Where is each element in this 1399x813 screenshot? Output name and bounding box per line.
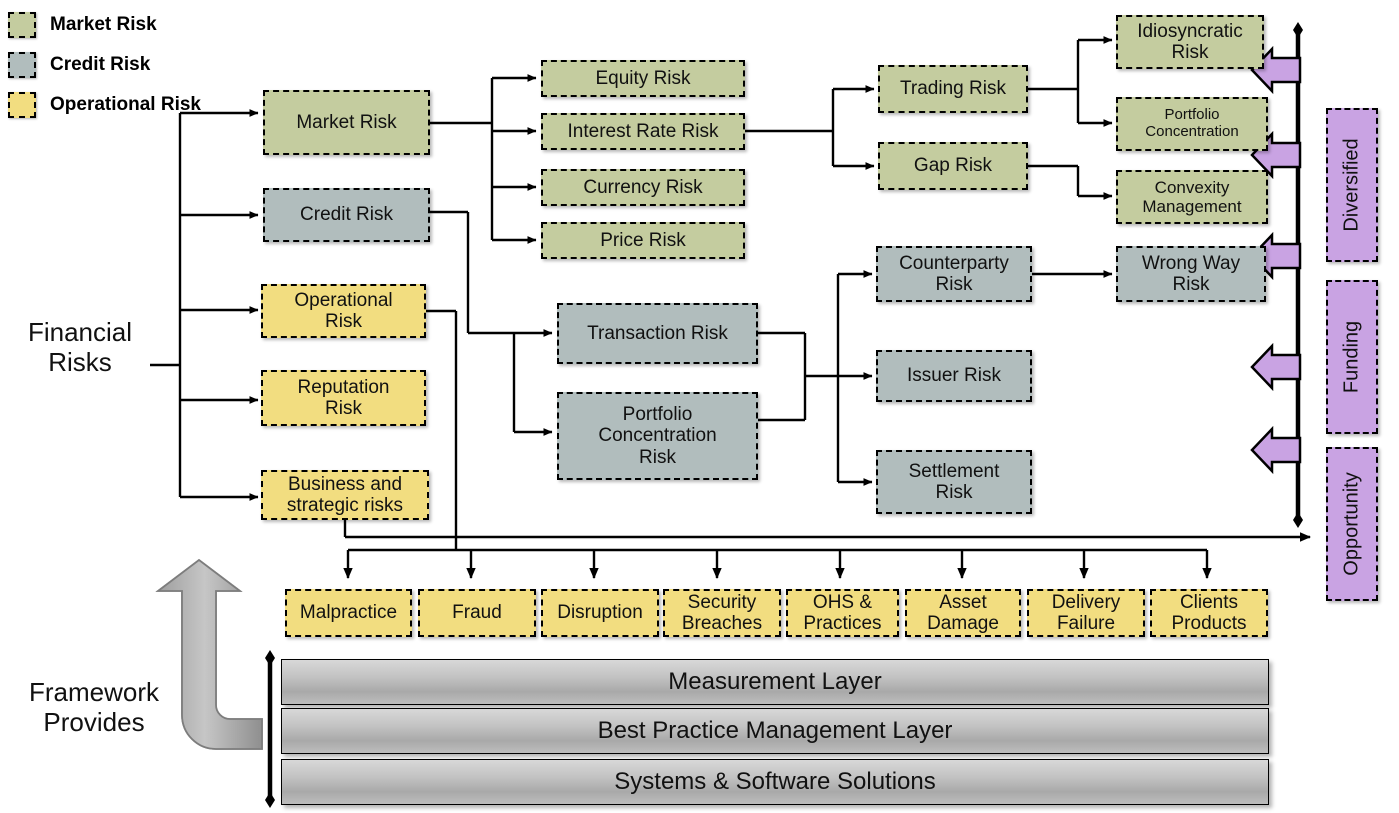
legend-label-market: Market Risk (50, 14, 157, 35)
node-convexity-management[interactable]: Convexity Management (1116, 170, 1268, 224)
framework-label-line1: Framework (28, 677, 159, 707)
node-op-clients-products[interactable]: Clients Products (1150, 589, 1268, 637)
node-op-asset-damage[interactable]: Asset Damage (905, 589, 1021, 637)
node-trading-risk[interactable]: Trading Risk (878, 65, 1028, 113)
node-opportunity-label: Opportunity (1340, 472, 1363, 576)
node-market-risk[interactable]: Market Risk (263, 90, 430, 155)
node-funding-label: Funding (1340, 320, 1363, 394)
legend-swatch-market (8, 12, 36, 38)
node-business-strategic-risks[interactable]: Business and strategic risks (261, 470, 429, 520)
node-reputation-risk[interactable]: Reputation Risk (261, 370, 426, 426)
node-diversified-label: Diversified (1340, 138, 1363, 232)
legend-swatch-credit (8, 52, 36, 78)
root-label-line1: Financial (27, 317, 133, 347)
node-op-delivery-failure[interactable]: Delivery Failure (1027, 589, 1145, 637)
node-equity-risk[interactable]: Equity Risk (541, 60, 745, 97)
layer-systems-software[interactable]: Systems & Software Solutions (281, 759, 1269, 805)
node-currency-risk[interactable]: Currency Risk (541, 169, 745, 206)
node-op-malpractice[interactable]: Malpractice (285, 589, 412, 637)
node-counterparty-risk[interactable]: Counterparty Risk (876, 246, 1032, 302)
node-operational-risk[interactable]: Operational Risk (261, 284, 426, 338)
node-gap-risk[interactable]: Gap Risk (878, 142, 1028, 190)
node-settlement-risk[interactable]: Settlement Risk (876, 450, 1032, 514)
legend: Market Risk Credit Risk Operational Risk (8, 8, 201, 128)
framework-label-line2: Provides (43, 706, 145, 737)
node-price-risk[interactable]: Price Risk (541, 222, 745, 259)
node-diversified[interactable]: Diversified (1326, 108, 1378, 262)
node-transaction-risk[interactable]: Transaction Risk (557, 303, 758, 364)
node-op-fraud[interactable]: Fraud (418, 589, 536, 637)
node-op-security-breaches[interactable]: Security Breaches (663, 589, 781, 637)
layer-best-practice-management[interactable]: Best Practice Management Layer (281, 708, 1269, 754)
node-wrong-way-risk[interactable]: Wrong Way Risk (1116, 246, 1266, 302)
legend-item-operational: Operational Risk (8, 88, 201, 122)
node-op-ohs-practices[interactable]: OHS & Practices (786, 589, 899, 637)
legend-swatch-operational (8, 92, 36, 118)
right-spine (1293, 22, 1303, 528)
layer-measurement[interactable]: Measurement Layer (281, 659, 1269, 705)
node-portfolio-concentration[interactable]: Portfolio Concentration (1116, 97, 1268, 151)
node-issuer-risk[interactable]: Issuer Risk (876, 350, 1032, 402)
root-label-financial-risks: Financial Risks (10, 317, 150, 378)
node-opportunity[interactable]: Opportunity (1326, 447, 1378, 601)
node-idiosyncratic-risk[interactable]: Idiosyncratic Risk (1116, 15, 1264, 69)
root-label-line2: Risks (48, 346, 112, 377)
legend-item-credit: Credit Risk (8, 48, 201, 82)
legend-label-operational: Operational Risk (50, 94, 201, 115)
node-interest-rate-risk[interactable]: Interest Rate Risk (541, 113, 745, 150)
framework-spine (265, 650, 275, 808)
node-funding[interactable]: Funding (1326, 280, 1378, 434)
node-portfolio-concentration-risk[interactable]: Portfolio Concentration Risk (557, 392, 758, 480)
node-credit-risk[interactable]: Credit Risk (263, 188, 430, 242)
legend-label-credit: Credit Risk (50, 54, 151, 75)
legend-item-market: Market Risk (8, 8, 201, 42)
node-op-disruption[interactable]: Disruption (541, 589, 659, 637)
framework-provides-label: Framework Provides (14, 677, 174, 738)
